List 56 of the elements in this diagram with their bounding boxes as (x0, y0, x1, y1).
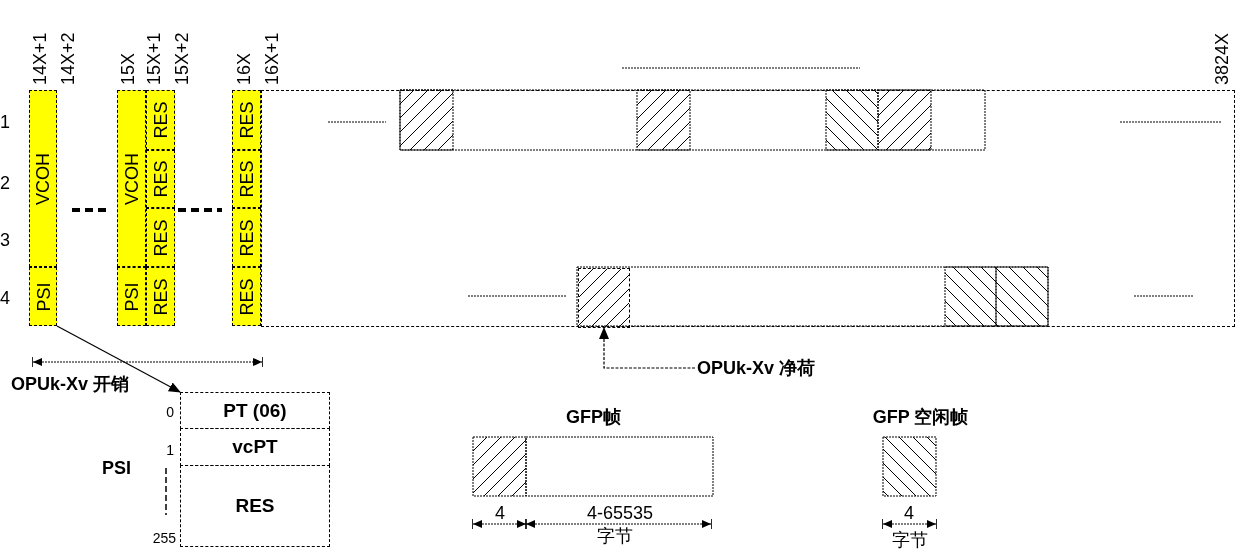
field-label: RES (151, 219, 170, 256)
column-index: 14X+2 (58, 32, 78, 85)
column-index: 14X+1 (30, 32, 50, 85)
overhead-cell (232, 90, 261, 150)
dimension-label: 4-65535 (585, 503, 655, 523)
field-label: RES (151, 278, 170, 315)
overhead-cell (117, 90, 146, 267)
overhead-cell (29, 267, 57, 326)
field-label: RES (151, 160, 170, 198)
overhead-cell (146, 150, 175, 208)
dimension-label: 4 (903, 503, 915, 523)
column-index: 15X+2 (172, 32, 192, 85)
overhead-cell (117, 267, 146, 326)
field-label: VCOH (34, 152, 52, 205)
field-label: RES (237, 219, 256, 256)
row-number: 3 (0, 230, 11, 250)
row-number: 4 (0, 288, 11, 308)
payload-area (261, 90, 1235, 327)
callout-text: OPUk-Xv 净荷 (697, 356, 897, 380)
table-row: vcPT (180, 428, 330, 466)
arrow (56, 325, 181, 393)
leader-line (599, 327, 696, 369)
table-heading: PSI (102, 458, 131, 479)
table-row: PT (06) (180, 392, 330, 429)
field-label: VCOH (122, 152, 141, 205)
overhead-cell (146, 267, 175, 326)
unit-label: 字节 (596, 526, 634, 546)
field-label: RES (151, 101, 170, 139)
overhead-cell (146, 208, 175, 267)
overhead-cell (232, 267, 261, 326)
field-label: PSI (122, 282, 141, 311)
overhead-cell (146, 90, 175, 150)
byte-offset: 0 (165, 403, 174, 422)
column-index: 15X (118, 52, 138, 85)
byte-offset: 1 (165, 441, 174, 460)
frame-title: GFP帧 (565, 406, 622, 429)
column-index: 16X (234, 52, 254, 85)
row-number: 1 (0, 112, 11, 132)
field-label: RES (237, 278, 256, 315)
unit-label: 字节 (891, 530, 929, 550)
field-label: RES (237, 160, 256, 198)
column-index: 3824X (1212, 32, 1232, 85)
field-label: PSI (34, 282, 52, 311)
row-number: 2 (0, 173, 11, 193)
region-label: OPUk-Xv 开销 (10, 373, 130, 396)
byte-offset: 255 (151, 529, 176, 548)
overhead-cell (232, 150, 261, 208)
frame-title: GFP 空闲帧 (871, 406, 970, 429)
overhead-cell (232, 208, 261, 267)
column-index: 16X+1 (262, 32, 282, 85)
column-index: 15X+1 (144, 32, 164, 85)
dimension-label: 4 (494, 503, 506, 523)
overhead-cell (29, 90, 57, 267)
field-label: RES (237, 101, 256, 139)
table-row: RES (180, 465, 330, 547)
hatched-block (578, 268, 630, 328)
